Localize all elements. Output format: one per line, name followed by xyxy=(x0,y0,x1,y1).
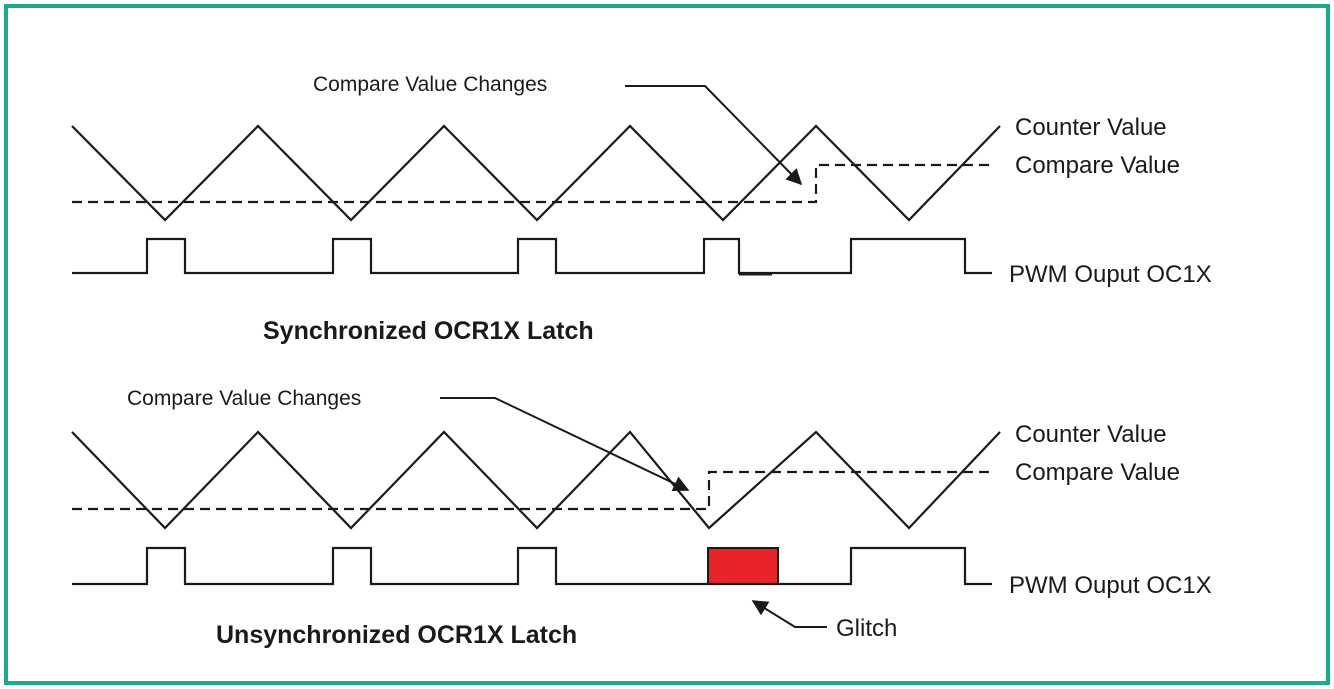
compare-value-line xyxy=(72,470,990,511)
counter-value-wave xyxy=(71,430,1001,530)
counter-value-label: Counter Value xyxy=(1015,114,1167,141)
counter-value-label: Counter Value xyxy=(1015,421,1167,448)
compare-value-line xyxy=(72,163,990,204)
glitch-label: Glitch xyxy=(836,615,897,642)
compare-value-label: Compare Value xyxy=(1015,152,1180,179)
compare-change-annotation: Compare Value Changes xyxy=(127,387,361,410)
glitch-arrow xyxy=(751,600,827,628)
figure-frame xyxy=(4,4,1330,685)
pwm-output-label: PWM Ouput OC1X xyxy=(1009,572,1212,599)
pwm-output-wave xyxy=(72,546,992,586)
pwm-output-label: PWM Ouput OC1X xyxy=(1009,261,1212,288)
panel-title: Synchronized OCR1X Latch xyxy=(263,317,594,345)
glitch-pulse xyxy=(707,547,779,585)
compare-value-label: Compare Value xyxy=(1015,459,1180,486)
unsynchronized-panel: Compare Value Changes Counter Value Comp… xyxy=(71,387,1212,649)
counter-value-wave xyxy=(71,124,1001,222)
pwm-output-wave xyxy=(72,237,992,275)
annotation-arrow xyxy=(440,397,690,492)
panel-title: Unsynchronized OCR1X Latch xyxy=(216,621,577,649)
annotation-arrow xyxy=(625,85,803,186)
synchronized-panel: Compare Value Changes Counter Value Comp… xyxy=(71,73,1212,345)
compare-change-annotation: Compare Value Changes xyxy=(313,73,547,96)
